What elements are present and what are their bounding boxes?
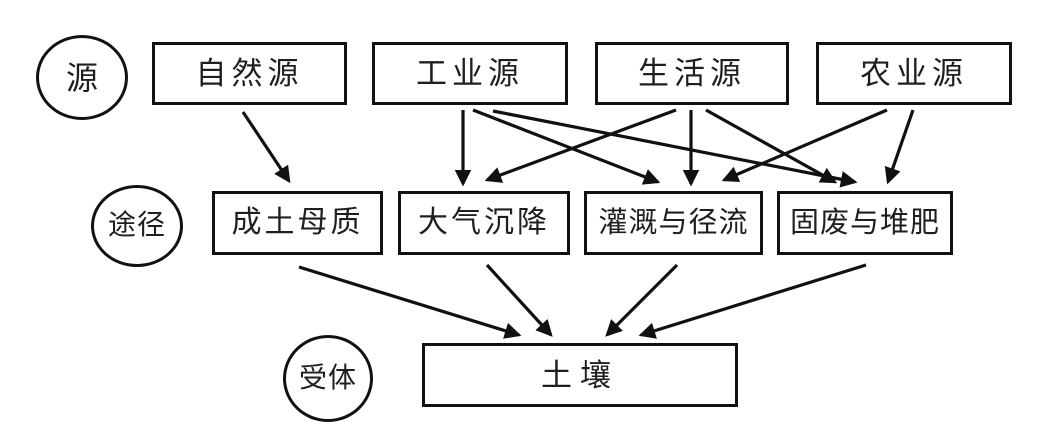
row-label-source: 源 [36,35,128,120]
edge-agricultural-source-to-solid-waste [884,109,915,185]
row-label-pathway: 途径 [91,185,183,267]
edge-atmospheric-to-soil [485,263,553,337]
edge-solid-waste-to-soil [638,263,867,339]
edge-natural-source-to-parent-material [241,111,291,184]
edge-irrigation-to-soil [605,263,679,337]
edge-domestic-source-to-atmospheric [484,108,677,183]
edge-parent-material-to-soil [298,265,522,339]
node-domestic-source: 生活源 [595,42,789,105]
edge-domestic-source-to-solid-waste [705,108,838,184]
row-label-receptor: 受体 [283,335,373,422]
edge-industrial-source-to-irrigation [472,108,661,185]
node-atmospheric-deposition: 大气沉降 [398,191,570,255]
node-natural-source: 自然源 [152,42,347,105]
node-soil-parent-material: 成土母质 [212,191,383,255]
edge-agricultural-source-to-irrigation [721,108,888,183]
node-agricultural-source: 农业源 [816,42,1012,105]
node-industrial-source: 工业源 [372,42,568,105]
node-solidwaste-compost: 固废与堆肥 [777,191,953,255]
node-soil: 土壤 [422,343,738,407]
node-irrigation-runoff: 灌溉与径流 [584,191,763,255]
edge-industrial-source-to-solid-waste [492,109,858,188]
